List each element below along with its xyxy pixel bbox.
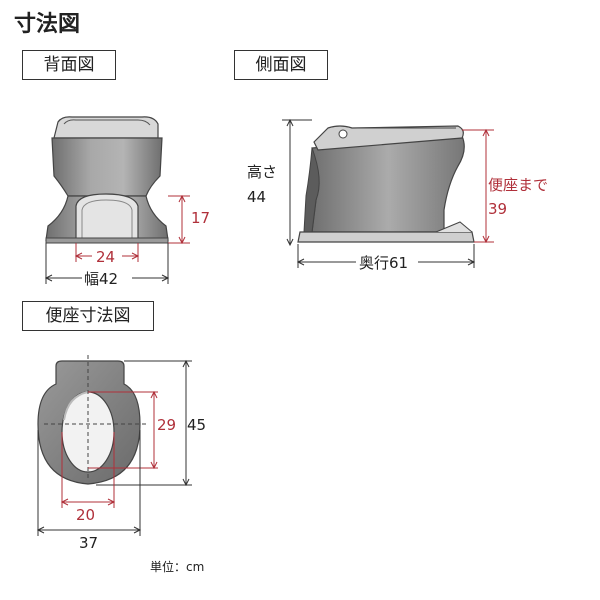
side-view-toilet bbox=[297, 125, 475, 243]
unit-note: 単位：cm bbox=[150, 560, 205, 574]
seat-view-shape bbox=[37, 360, 141, 485]
back-view-dimensions bbox=[44, 194, 190, 284]
side-view-label: 側面図 bbox=[234, 50, 328, 80]
back-leg-height-value: 17 bbox=[191, 209, 210, 227]
side-to-seat-value: 39 bbox=[488, 200, 507, 218]
back-width-value: 幅42 bbox=[84, 270, 118, 288]
seat-total-width-value: 37 bbox=[79, 534, 98, 552]
side-height-value: 44 bbox=[247, 188, 266, 206]
side-depth-value: 奥行61 bbox=[359, 254, 408, 272]
seat-opening-width-value: 20 bbox=[76, 506, 95, 524]
seat-view-label: 便座寸法図 bbox=[22, 301, 154, 331]
seat-total-length-value: 45 bbox=[187, 416, 206, 434]
side-view-dimensions bbox=[282, 118, 494, 268]
seat-opening-length-value: 29 bbox=[157, 416, 176, 434]
side-height-label: 高さ bbox=[247, 163, 277, 181]
back-inner-width-value: 24 bbox=[96, 248, 115, 266]
back-view-label: 背面図 bbox=[22, 50, 116, 80]
seat-view-dimensions bbox=[36, 355, 192, 536]
back-view-toilet bbox=[45, 116, 169, 244]
page-title: 寸法図 bbox=[14, 12, 81, 37]
side-to-seat-label: 便座まで bbox=[488, 176, 548, 194]
